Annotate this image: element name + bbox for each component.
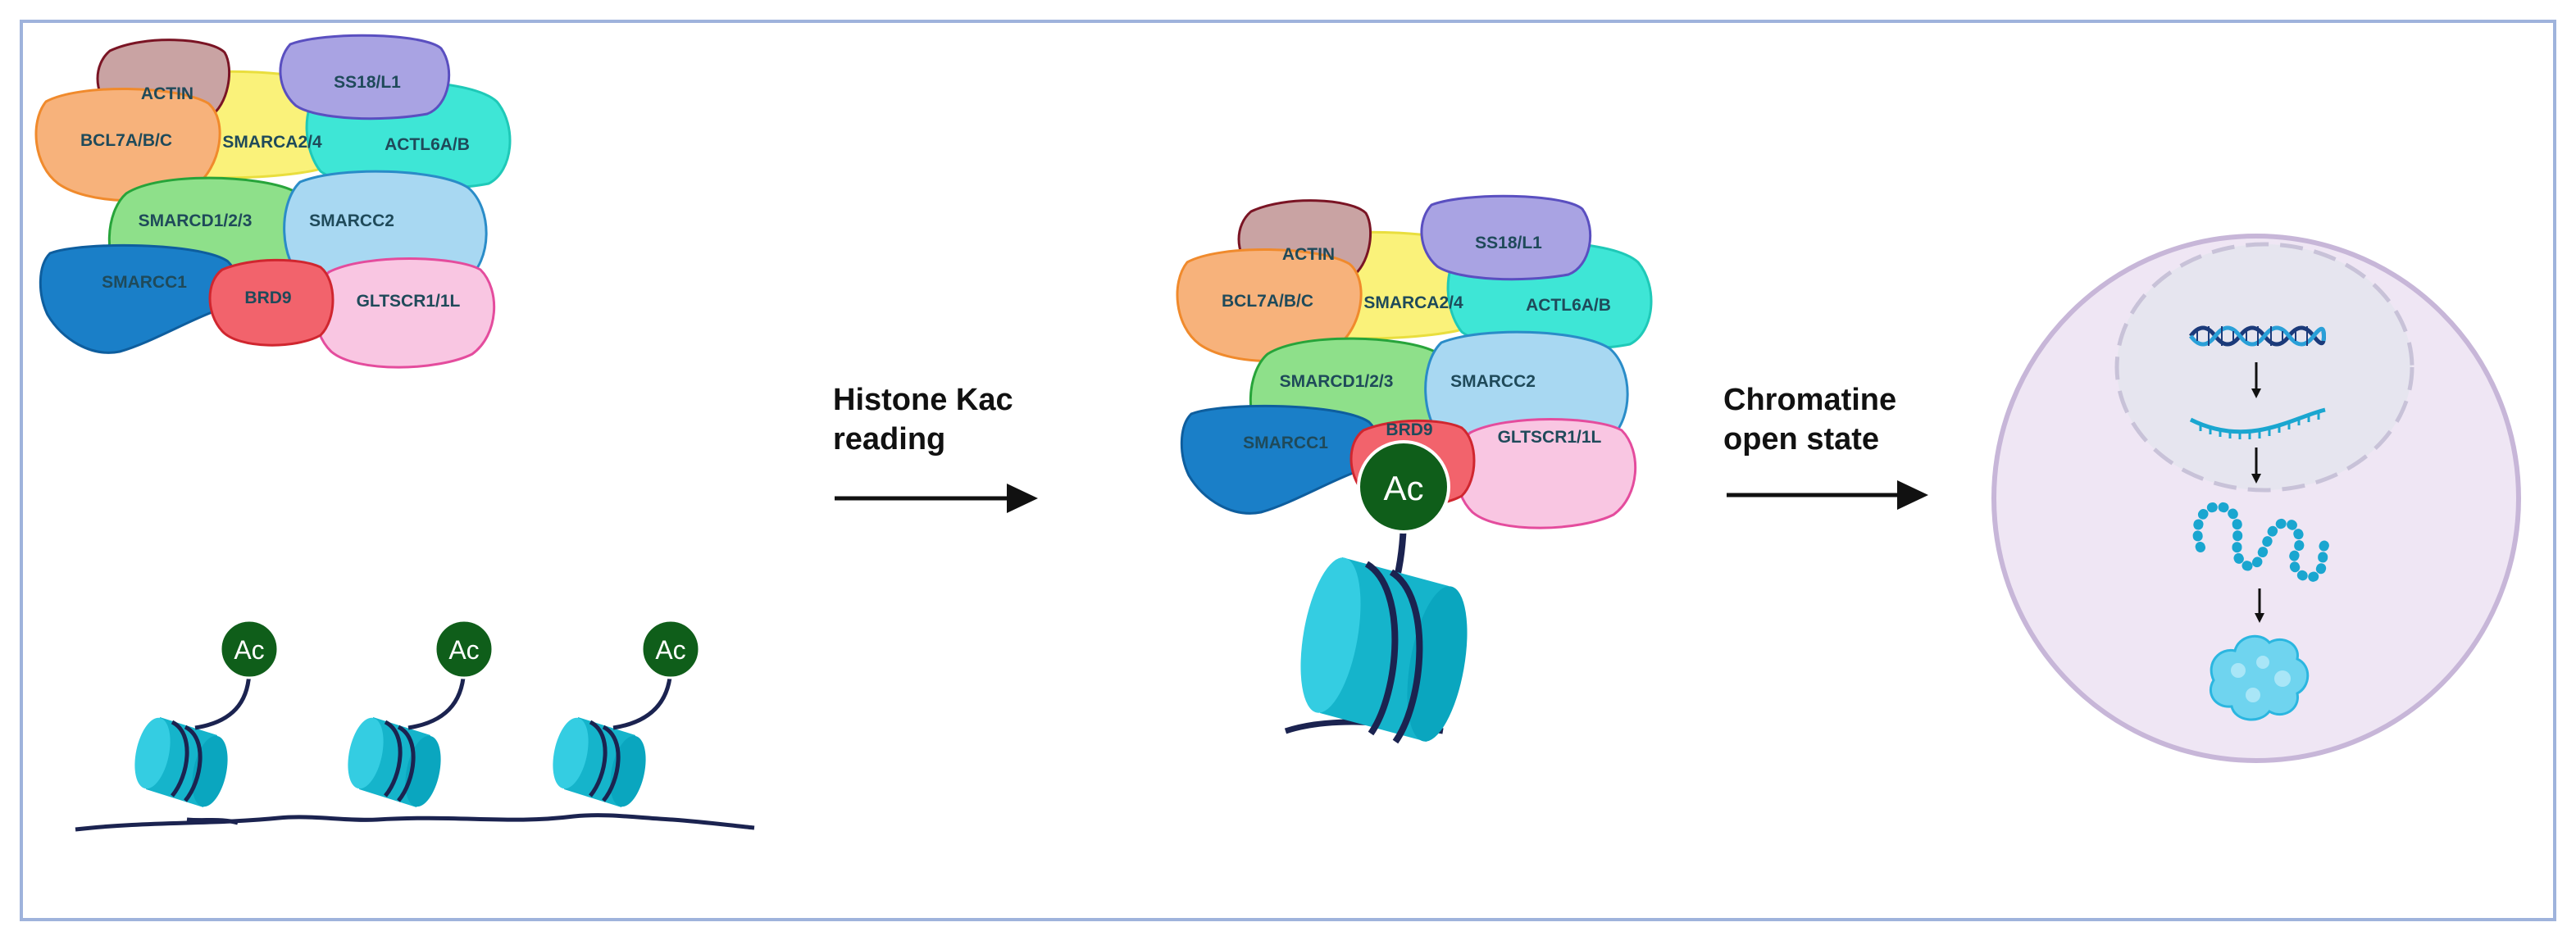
acetyl-label-3: Ac [655, 635, 685, 665]
figure-frame [20, 20, 2556, 921]
bound-acetyl-mark: Ac [1357, 440, 1450, 534]
gltscr-label-bound: GLTSCR1/1L [1498, 428, 1602, 447]
free-swi-snf-complex: ACTIN SS18/L1 BCL7A/B/C SMARCA2/4 ACTL6A… [34, 34, 512, 369]
bound-acetyl-label: Ac [1383, 469, 1423, 507]
actl6-label-bound: ACTL6A/B [1526, 296, 1611, 315]
ss18-label-bound: SS18/L1 [1475, 234, 1542, 252]
bcl7-label-bound: BCL7A/B/C [1222, 292, 1313, 311]
bound-nucleosome: Ac [1284, 440, 1477, 746]
brd9-label-bound: BRD9 [1386, 420, 1432, 439]
step1-line1: Histone Kac [833, 383, 1013, 417]
actl6-label: ACTL6A/B [385, 135, 470, 154]
actin-label-bound: ACTIN [1282, 245, 1335, 264]
smarcc2-label: SMARCC2 [309, 211, 394, 230]
ss18-label: SS18/L1 [334, 73, 401, 92]
gltscr-label: GLTSCR1/1L [357, 292, 461, 311]
actin-label: ACTIN [141, 84, 193, 103]
mrna-icon [2189, 407, 2326, 439]
smarcc2-label-bound: SMARCC2 [1450, 372, 1536, 391]
smarcc1-label: SMARCC1 [102, 273, 187, 292]
acetylated-chromatin: Ac Ac Ac [75, 619, 755, 832]
bcl7-label: BCL7A/B/C [80, 131, 172, 150]
smarcd-label-bound: SMARCD1/2/3 [1280, 372, 1394, 391]
brd9-label: BRD9 [244, 288, 291, 307]
cell [1991, 234, 2521, 763]
dna-fiber [75, 813, 755, 832]
polypeptide-icon [2192, 502, 2330, 583]
step2-line1: Chromatine [1723, 383, 1896, 417]
step1-line2: reading [833, 422, 945, 457]
step1-arrow-head [1007, 484, 1038, 513]
smarcc1-label-bound: SMARCC1 [1243, 434, 1328, 452]
step2-arrow-head [1897, 480, 1928, 510]
bound-swi-snf-complex: ACTIN SS18/L1 BCL7A/B/C SMARCA2/4 ACTL6A… [1176, 194, 1653, 529]
smarca-label: SMARCA2/4 [222, 133, 322, 152]
nucleosome-2 [342, 715, 446, 810]
step-chromatin-open: Chromatine open state [1723, 383, 1928, 510]
smarca-label-bound: SMARCA2/4 [1363, 293, 1463, 312]
step-histone-reading: Histone Kac reading [833, 383, 1038, 513]
dna-helix-icon [2189, 325, 2326, 347]
acetyl-mark-1: Ac [219, 619, 280, 679]
step2-line2: open state [1723, 422, 1879, 457]
acetyl-label-2: Ac [448, 635, 479, 665]
smarcd-label: SMARCD1/2/3 [139, 211, 253, 230]
acetyl-label-1: Ac [234, 635, 264, 665]
protein-icon [2209, 634, 2310, 721]
acetyl-mark-3: Ac [640, 619, 701, 679]
nucleus [2114, 242, 2414, 493]
nucleosome-3 [547, 715, 651, 810]
nucleosome-1 [129, 715, 233, 810]
acetyl-mark-2: Ac [434, 619, 494, 679]
